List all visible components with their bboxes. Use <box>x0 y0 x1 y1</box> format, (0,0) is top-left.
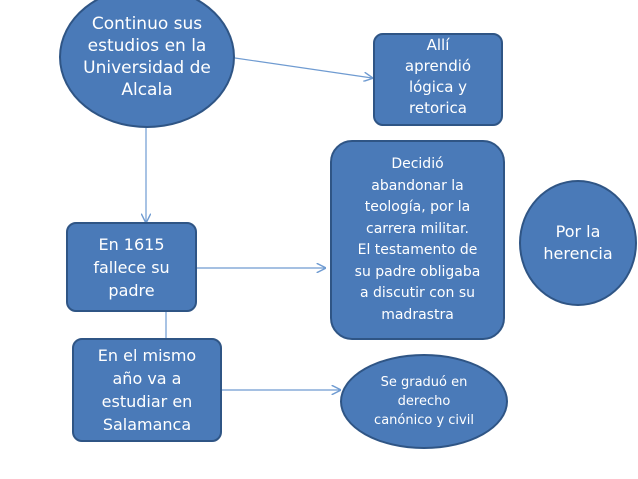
node-graduo: Se graduó en derecho canónico y civil <box>340 354 508 449</box>
node-universidad: Continuo sus estudios en la Universidad … <box>59 0 235 128</box>
node-logica: Allí aprendió lógica y retorica <box>373 33 503 126</box>
node-decidio: Decidió abandonar la teología, por la ca… <box>330 140 505 340</box>
node-herencia: Por la herencia <box>519 180 637 306</box>
arrow-universidad-to-logica <box>234 57 372 78</box>
node-fallece: En 1615 fallece su padre <box>66 222 197 312</box>
node-salamanca: En el mismo año va a estudiar en Salaman… <box>72 338 222 442</box>
